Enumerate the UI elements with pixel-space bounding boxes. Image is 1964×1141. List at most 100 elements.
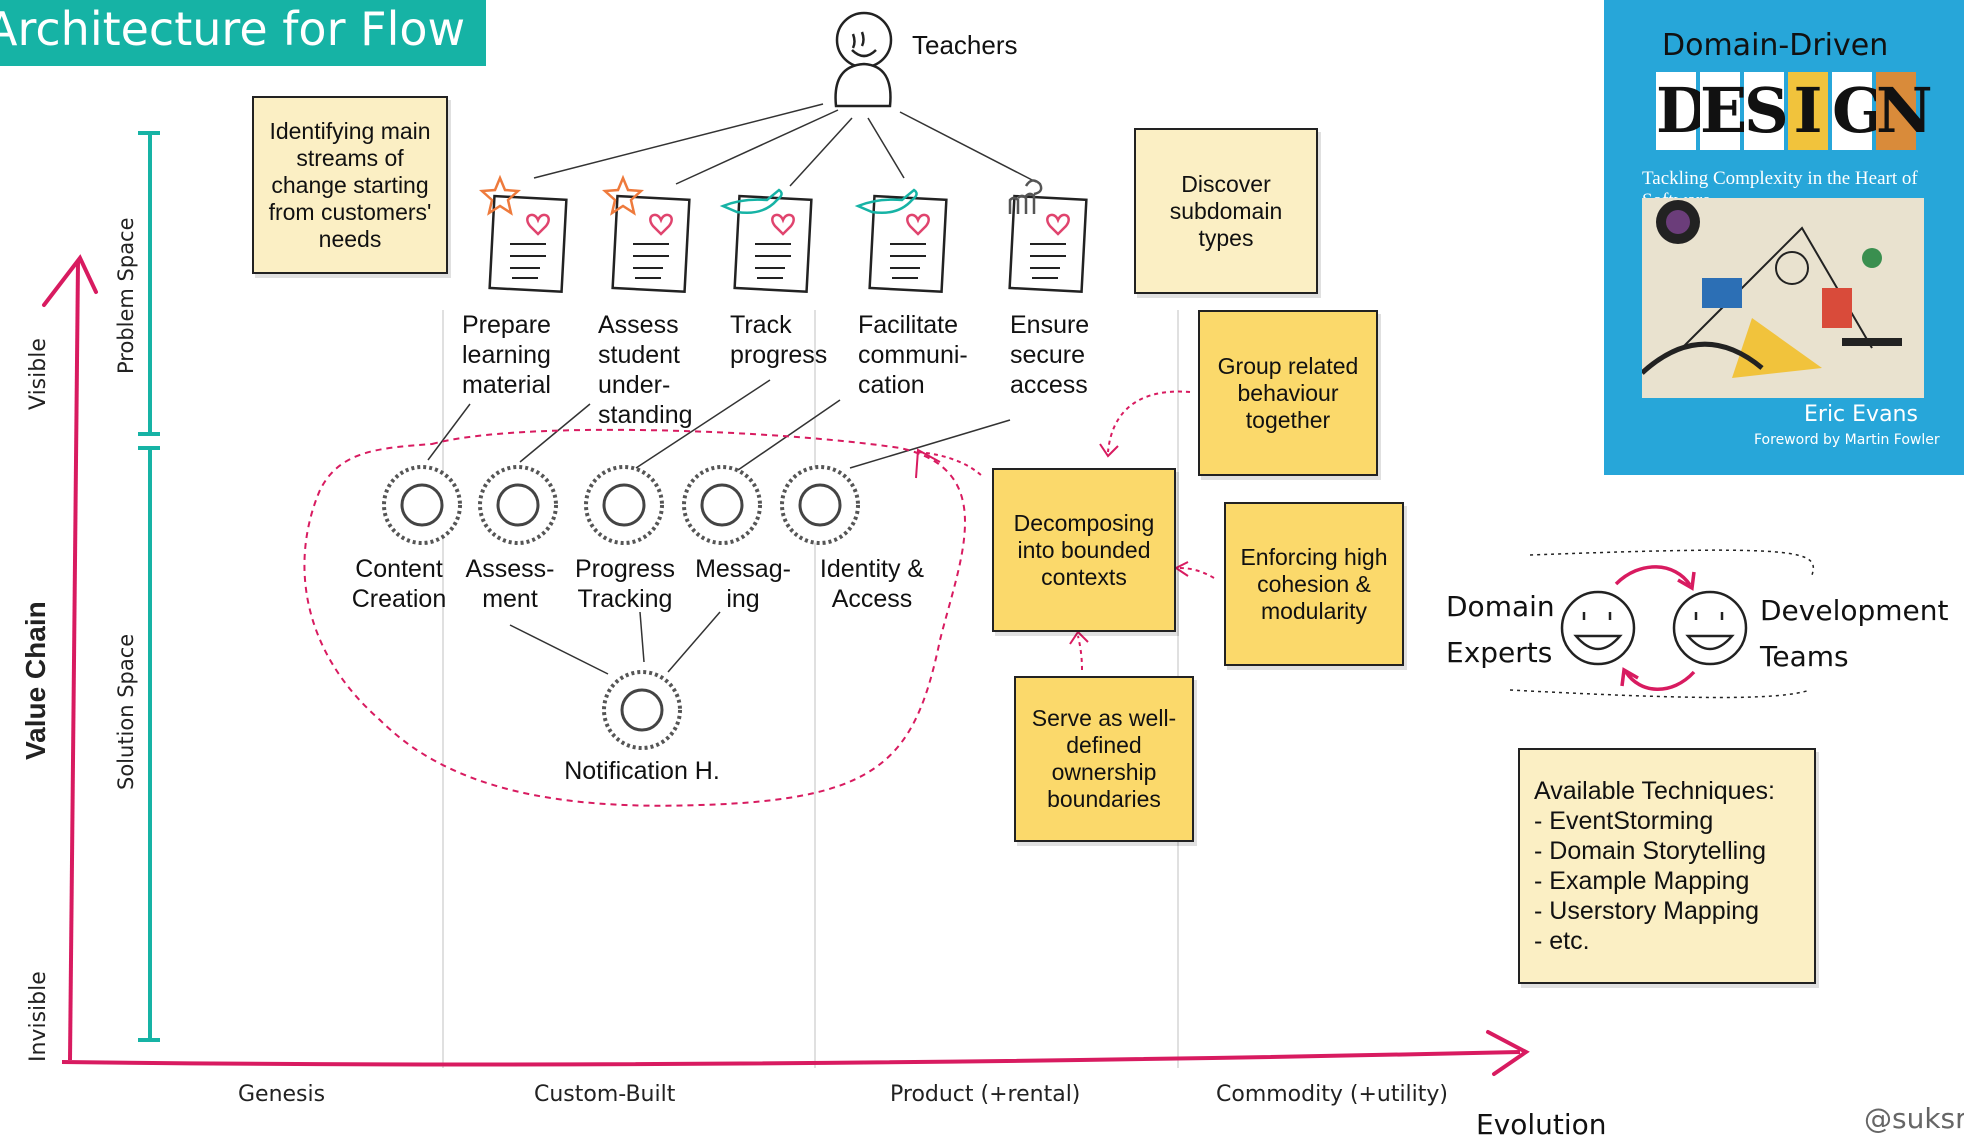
- component-line: ment: [482, 585, 538, 613]
- value-chain-arrowhead: [42, 254, 98, 307]
- hand-icon: [854, 188, 918, 214]
- component-label-messaging: Messag-ing: [686, 554, 800, 614]
- need-line: secure: [1010, 341, 1086, 369]
- kandinsky-artwork: [1642, 198, 1924, 398]
- evolution-axis: [61, 1050, 1521, 1067]
- collaboration-cycle-arrows: [1614, 565, 1696, 691]
- component-label-identity: Identity &Access: [806, 554, 938, 614]
- star-icon: [478, 174, 522, 216]
- book-letter: G: [1832, 72, 1885, 150]
- note-discover-text: Discover subdomain types: [1169, 170, 1283, 251]
- title-banner: Architecture for Flow: [0, 0, 486, 66]
- development-teams-face-icon: [1672, 590, 1748, 666]
- component-line: Access: [831, 585, 913, 613]
- need-line: access: [1010, 371, 1088, 399]
- note-identify-text: Identifying main streams of change start…: [268, 117, 432, 252]
- x-stage-product: Product (+rental): [890, 1082, 1081, 1107]
- teachers-label: Teachers: [912, 30, 1018, 60]
- page-title: Architecture for Flow: [0, 2, 466, 56]
- need-line: communi-: [858, 341, 968, 369]
- component-line: ing: [726, 585, 760, 613]
- technique-item: - Example Mapping: [1534, 867, 1750, 895]
- x-stage-custom-built: Custom-Built: [534, 1082, 676, 1107]
- handshake-icon: [1008, 179, 1043, 214]
- need-component-links: [427, 379, 1011, 675]
- star-icon: [601, 174, 645, 216]
- book-foreword: Foreword by Martin Fowler: [1754, 432, 1940, 448]
- need-documents: [478, 174, 1088, 294]
- invisible-label: Invisible: [26, 971, 51, 1062]
- book-letter: N: [1876, 72, 1933, 150]
- book-letter: S: [1744, 72, 1789, 150]
- evolution-arrowhead: [1486, 1030, 1530, 1076]
- component-node-icon: [602, 670, 682, 750]
- note-identify-streams: Identifying main streams of change start…: [252, 96, 448, 274]
- need-line: material: [462, 371, 551, 399]
- note-decompose-contexts: Decomposing into bounded contexts: [992, 468, 1176, 632]
- teams-dotted-outline: [1509, 549, 1815, 699]
- x-stage-commodity: Commodity (+utility): [1216, 1082, 1449, 1107]
- component-label-notification: Notification H.: [564, 757, 720, 785]
- author-handle: @suksr: [1864, 1102, 1964, 1135]
- technique-item: - etc.: [1534, 927, 1590, 955]
- technique-item: - Domain Storytelling: [1534, 837, 1767, 865]
- technique-item: - Userstory Mapping: [1534, 897, 1760, 925]
- need-document-icon: [478, 174, 568, 294]
- component-label-assessment: Assess-ment: [458, 554, 562, 614]
- need-line: Ensure: [1010, 311, 1090, 339]
- need-line: progress: [730, 341, 828, 369]
- team-line: Domain: [1446, 590, 1555, 623]
- need-line: Track: [730, 311, 792, 339]
- book-author: Eric Evans: [1804, 402, 1918, 427]
- book-letter: E: [1700, 72, 1747, 150]
- component-line: Tracking: [577, 585, 673, 613]
- note-decompose-text: Decomposing into bounded contexts: [1013, 509, 1155, 590]
- need-document-icon: [854, 188, 948, 294]
- component-node-icon: [382, 465, 462, 545]
- value-chain-axis: [68, 261, 80, 1061]
- component-line: Content: [355, 555, 443, 583]
- evolution-label: Evolution: [1476, 1108, 1607, 1141]
- techniques-title: Available Techniques:: [1534, 777, 1775, 805]
- note-discover-subdomains: Discover subdomain types: [1134, 128, 1318, 294]
- value-chain-label: Value Chain: [20, 601, 51, 760]
- note-available-techniques: Available Techniques: - EventStorming - …: [1518, 748, 1816, 984]
- need-line: standing: [598, 401, 693, 429]
- component-node-icon: [478, 465, 558, 545]
- component-line: Assess-: [465, 555, 555, 583]
- domain-experts-face-icon: [1560, 590, 1636, 666]
- need-document-icon: [1008, 179, 1088, 294]
- visible-label: Visible: [26, 338, 51, 410]
- team-line: Teams: [1760, 640, 1849, 673]
- technique-item: - EventStorming: [1534, 807, 1714, 835]
- team-line: Experts: [1446, 636, 1553, 669]
- need-line: cation: [858, 371, 925, 399]
- note-group-text: Group related behaviour together: [1217, 352, 1359, 433]
- need-line: student: [598, 341, 681, 369]
- space-brackets: [138, 131, 160, 1042]
- team-line: Development: [1760, 594, 1949, 627]
- need-line: Prepare: [462, 311, 551, 339]
- problem-space-label: Problem Space: [114, 217, 138, 374]
- note-enforce-text: Enforcing high cohesion & modularity: [1240, 543, 1388, 624]
- need-line: Facilitate: [858, 311, 959, 339]
- need-line: Assess: [598, 311, 679, 339]
- teacher-need-links: [533, 103, 1037, 187]
- book-title-top: Domain-Driven: [1662, 28, 1889, 63]
- note-group-behaviour: Group related behaviour together: [1198, 310, 1378, 476]
- book-letter: D: [1656, 72, 1710, 150]
- need-document-icon: [719, 188, 813, 294]
- note-enforce-cohesion: Enforcing high cohesion & modularity: [1224, 502, 1404, 666]
- need-line: under-: [598, 371, 671, 399]
- hand-icon: [719, 188, 783, 214]
